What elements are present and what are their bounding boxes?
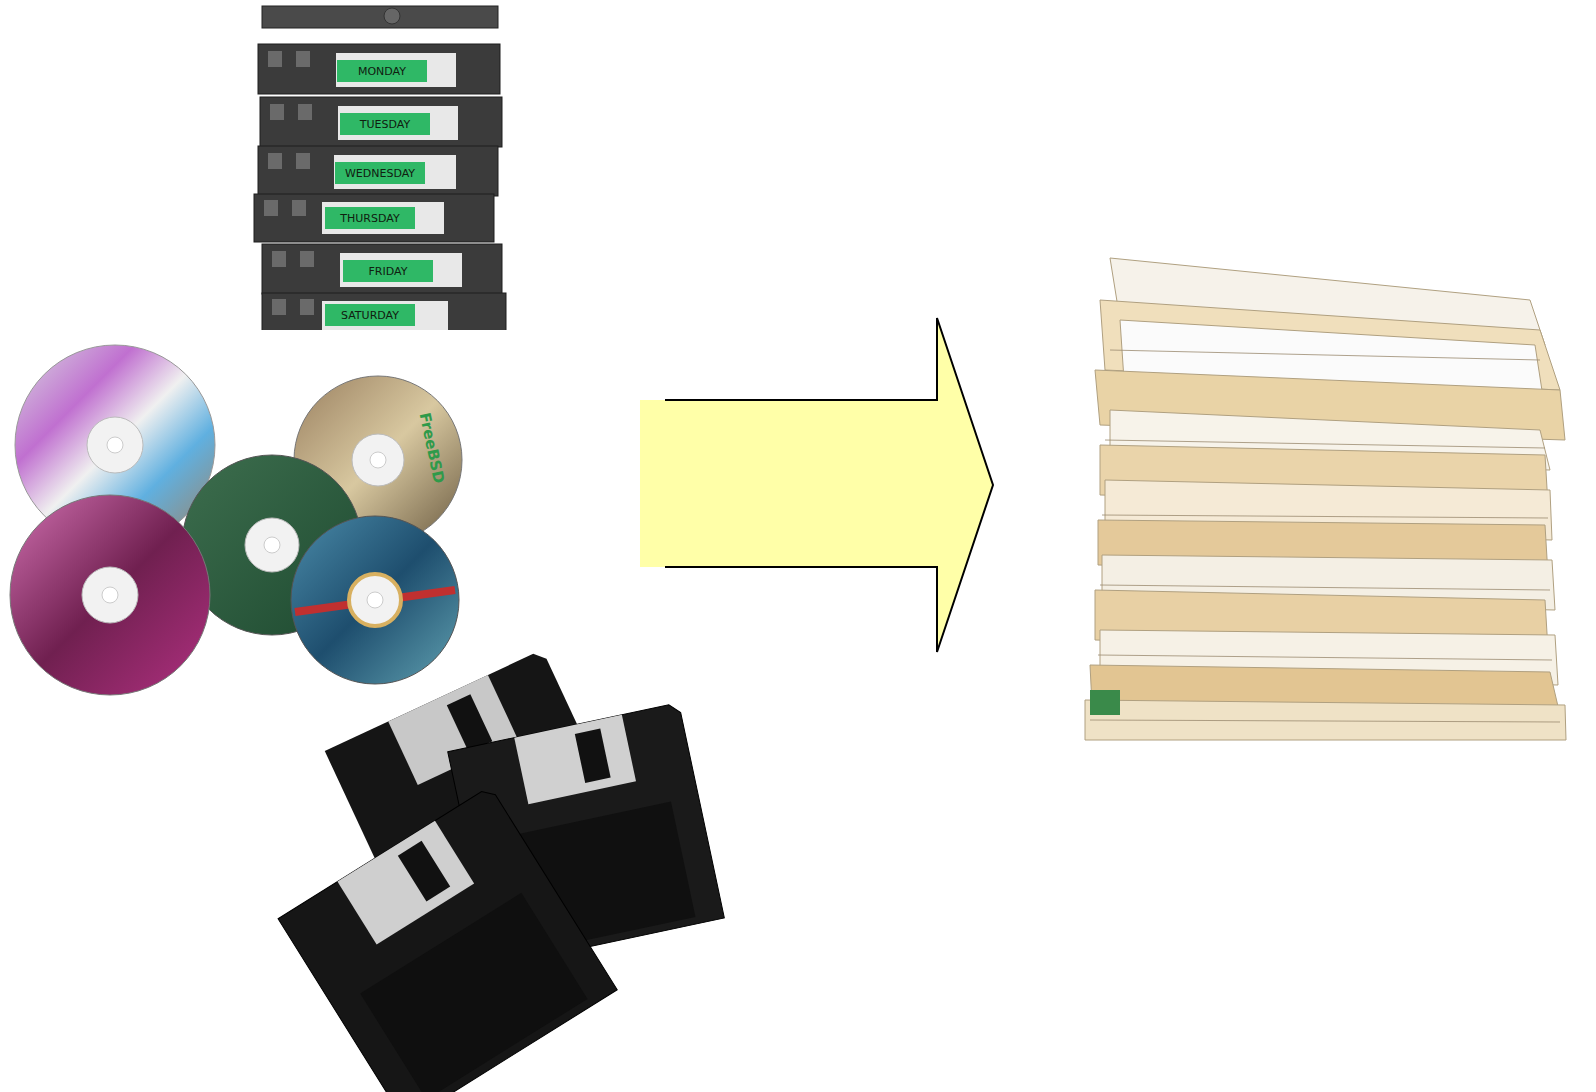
- cd-pile: [10, 345, 462, 695]
- tape-stack: [250, 6, 520, 340]
- block-arrow: [640, 318, 993, 652]
- tape-label: SATURDAY: [341, 309, 399, 322]
- tape-label: WEDNESDAY: [345, 167, 415, 180]
- paper-stack: [1085, 258, 1566, 740]
- floppy-disks: [278, 650, 724, 1092]
- tape-label: TUESDAY: [360, 118, 410, 131]
- tape-label: MONDAY: [358, 65, 406, 78]
- tape-label: FRIDAY: [369, 265, 408, 278]
- tape-label: THURSDAY: [340, 212, 399, 225]
- disc-title: FreeBSD: [416, 411, 449, 485]
